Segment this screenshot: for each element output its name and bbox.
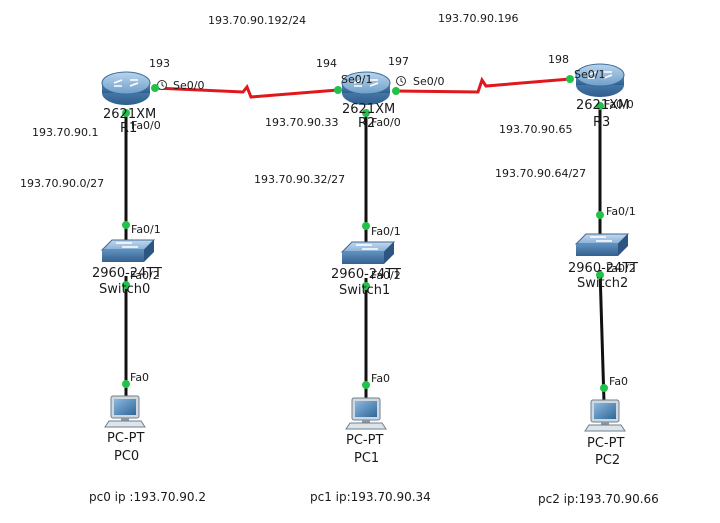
pc0-name-label: PC0 (114, 449, 140, 464)
eth-link-sw2-pc2[interactable] (598, 269, 606, 403)
lan1-gateway-label: 193.70.90.33 (265, 116, 339, 129)
pc2-name-label: PC2 (595, 453, 621, 468)
sw2-uplink-port-label: Fa0/1 (606, 205, 636, 218)
pc1-ip-note: pc1 ip:193.70.90.34 (310, 490, 431, 504)
router-icon[interactable] (575, 63, 625, 97)
r2-serial-right-port-label: Se0/0 (413, 75, 445, 88)
wan-r3-address-label: 193.70.90.196 (438, 12, 519, 25)
r2-fa-port-label: Fa0/0 (371, 116, 401, 129)
clock-icon (396, 76, 406, 86)
r3-serial-host-label: 198 (548, 53, 569, 66)
r1-name-label: R1 (120, 121, 138, 136)
r1-model-label: 2621XM (103, 107, 157, 122)
sw1-model-label: 2960-24TT (331, 267, 401, 282)
r3-serial-port-label: Se0/1 (574, 68, 606, 81)
r2-name-label: R2 (358, 116, 376, 131)
pc0-ip-note: pc0 ip :193.70.90.2 (89, 490, 206, 504)
sw1-uplink-port-label: Fa0/1 (371, 225, 401, 238)
sw0-uplink-port-label: Fa0/1 (131, 223, 161, 236)
sw0-model-label: 2960-24TT (92, 266, 162, 281)
pc0-type-label: PC-PT (107, 431, 145, 446)
switch-icon[interactable] (340, 241, 396, 264)
lan2-gateway-label: 193.70.90.65 (499, 123, 573, 136)
lan2-network-label: 193.70.90.64/27 (495, 167, 587, 180)
pc1-name-label: PC1 (354, 451, 380, 466)
r1-fa-port-label: Fa0/0 (131, 119, 161, 132)
r2-serial-left-port-label: Se0/1 (341, 73, 373, 86)
r2-serial-right-host-label: 197 (388, 55, 409, 68)
pc-icon[interactable] (584, 399, 626, 432)
pc2-ip-note: pc2 ip:193.70.90.66 (538, 492, 659, 506)
r3-name-label: R3 (593, 115, 611, 130)
pc0-port-label: Fa0 (130, 371, 150, 384)
lan0-network-label: 193.70.90.0/27 (20, 177, 105, 190)
sw1-name-label: Switch1 (339, 283, 391, 298)
sw0-name-label: Switch0 (99, 282, 151, 297)
lan1-network-label: 193.70.90.32/27 (254, 173, 346, 186)
pc-icon[interactable] (104, 395, 146, 428)
r1-serial-port-label: Se0/0 (173, 79, 205, 92)
pc2-port-label: Fa0 (609, 375, 629, 388)
pc-icon[interactable] (345, 397, 387, 430)
switch-icon[interactable] (574, 233, 630, 256)
r3-model-label: 2621XM (576, 98, 630, 113)
router-icon[interactable] (101, 71, 151, 105)
wan-network-label: 193.70.90.192/24 (208, 14, 307, 27)
sw2-model-label: 2960-24TT (568, 261, 638, 276)
r2-model-label: 2621XM (342, 102, 396, 117)
r3-fa-port-label: Fa0/0 (604, 98, 634, 111)
sw0-downlink-port-label: Fa0/2 (130, 269, 160, 282)
lan0-gateway-label: 193.70.90.1 (32, 126, 99, 139)
r2-serial-left-host-label: 194 (316, 57, 337, 70)
r1-serial-host-label: 193 (149, 57, 170, 70)
sw1-downlink-port-label: Fa0/2 (371, 269, 401, 282)
sw2-name-label: Switch2 (577, 276, 629, 291)
pc1-type-label: PC-PT (346, 433, 384, 448)
link-status-dots (122, 75, 608, 392)
pc2-type-label: PC-PT (587, 436, 625, 451)
switch-icon[interactable] (100, 239, 156, 262)
serial-link-r2-r3[interactable] (395, 76, 571, 94)
router-icon[interactable] (341, 71, 391, 105)
serial-link-r1-r2[interactable] (154, 84, 339, 99)
pc1-port-label: Fa0 (371, 372, 391, 385)
sw2-downlink-port-label: Fa0/2 (606, 262, 636, 275)
